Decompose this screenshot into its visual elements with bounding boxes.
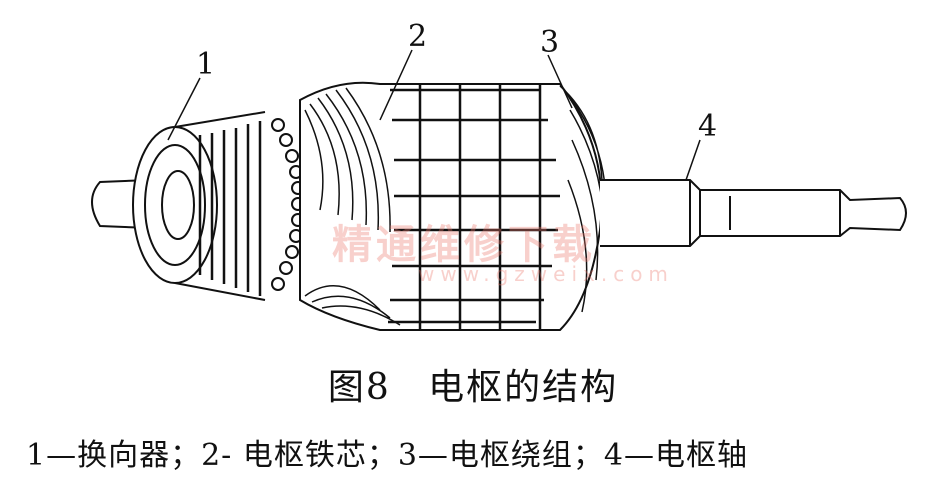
- winding-end-turns: [304, 87, 401, 326]
- right-winding-end: [559, 85, 607, 313]
- figure-number: 图8: [327, 367, 391, 408]
- right-shaft: [600, 179, 907, 247]
- core-slots: [388, 84, 560, 330]
- riser-ring: [271, 118, 305, 291]
- figure-caption: 图8 电枢的结构: [0, 358, 946, 410]
- armature-drawing: 1 2 3 4: [91, 19, 907, 331]
- callout-2: 2: [408, 19, 427, 54]
- callout-4: 4: [698, 109, 717, 144]
- commutator-segments: [198, 121, 262, 296]
- parts-legend: 1—换向器；2- 电枢铁芯；3—电枢绕组；4—电枢轴: [26, 438, 749, 473]
- leader-lines: [167, 49, 701, 181]
- watermark: 精通维修下载: [332, 222, 596, 268]
- commutator-body: [174, 111, 266, 301]
- callout-1: 1: [196, 47, 215, 82]
- watermark-url: www.gzweix.com: [418, 262, 674, 286]
- figure-title: 电枢的结构: [428, 367, 619, 408]
- callout-3: 3: [540, 25, 559, 60]
